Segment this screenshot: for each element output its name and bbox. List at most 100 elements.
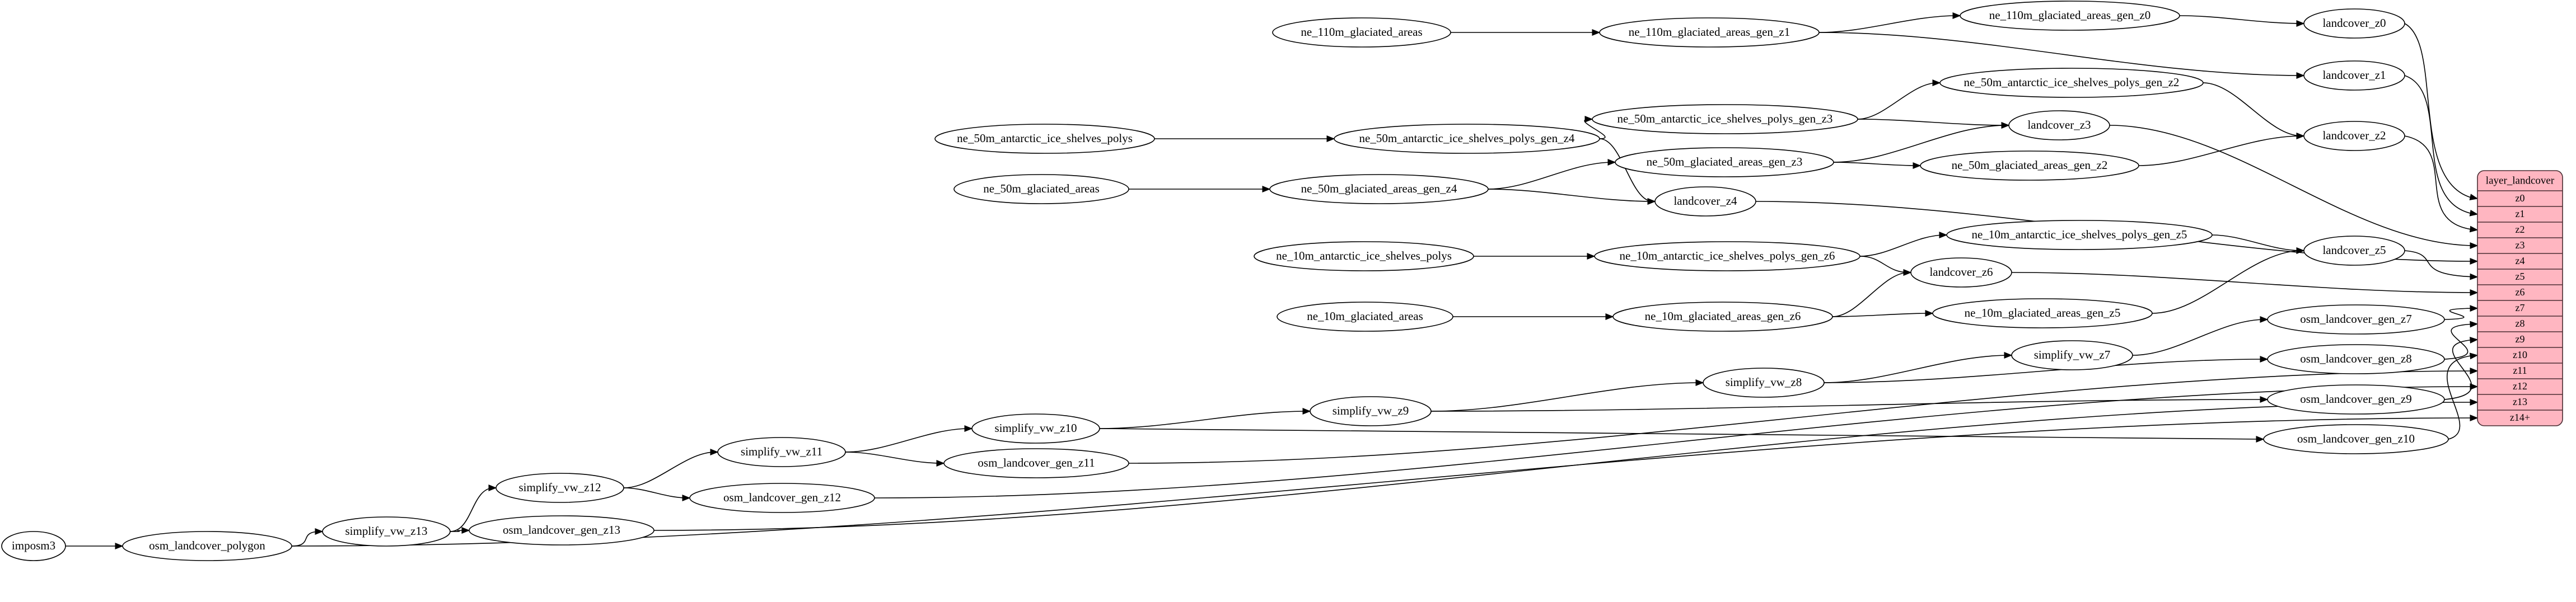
edge-ne_10m_glaciated_areas_gen_z5-to-landcover_z5 [2152, 247, 2305, 314]
node-simplify_vw_z13[interactable]: simplify_vw_z13 [322, 516, 451, 547]
table-row-z8[interactable]: z8 [2516, 318, 2525, 329]
edge-osm_landcover_gen_z11-to-layer_landcover-z11 [1128, 368, 2479, 464]
edges-layer [66, 12, 2479, 549]
table-row-z4[interactable]: z4 [2516, 255, 2525, 266]
node-ne_50m_antarctic_ice_shelves_polys_gen_z2[interactable]: ne_50m_antarctic_ice_shelves_polys_gen_z… [1939, 68, 2204, 98]
node-label-ne_50m_glaciated_areas_gen_z4: ne_50m_glaciated_areas_gen_z4 [1301, 182, 1457, 195]
table-row-z2[interactable]: z2 [2516, 224, 2525, 235]
node-osm_landcover_gen_z11[interactable]: osm_landcover_gen_z11 [943, 448, 1129, 478]
node-label-ne_50m_antarctic_ice_shelves_polys_gen_z3: ne_50m_antarctic_ice_shelves_polys_gen_z… [1617, 112, 1833, 125]
node-ne_50m_antarctic_ice_shelves_polys[interactable]: ne_50m_antarctic_ice_shelves_polys [934, 124, 1155, 154]
node-osm_landcover_gen_z8[interactable]: osm_landcover_gen_z8 [2267, 344, 2445, 374]
node-label-simplify_vw_z8: simplify_vw_z8 [1726, 375, 1802, 389]
table-row-z1[interactable]: z1 [2516, 208, 2525, 219]
edge-ne_10m_antarctic_ice_shelves_polys_gen_z6-to-ne_10m_antarctic_ice_shelves_polys_gen_z5 [1859, 232, 1948, 257]
edge-simplify_vw_z11-to-simplify_vw_z10 [845, 425, 973, 453]
table-row-z5[interactable]: z5 [2516, 271, 2525, 282]
node-ne_50m_glaciated_areas_gen_z3[interactable]: ne_50m_glaciated_areas_gen_z3 [1615, 147, 1834, 177]
node-osm_landcover_gen_z7[interactable]: osm_landcover_gen_z7 [2267, 304, 2445, 335]
edge-ne_50m_glaciated_areas_gen_z3-to-landcover_z3 [1833, 122, 2010, 163]
node-simplify_vw_z11[interactable]: simplify_vw_z11 [717, 437, 846, 467]
node-label-osm_landcover_gen_z13: osm_landcover_gen_z13 [503, 523, 620, 537]
node-ne_110m_glaciated_areas[interactable]: ne_110m_glaciated_areas [1272, 17, 1451, 48]
node-label-ne_110m_glaciated_areas: ne_110m_glaciated_areas [1301, 25, 1422, 39]
edge-osm_landcover_gen_z7-to-layer_landcover-z7 [2444, 305, 2479, 320]
table-row-z11[interactable]: z11 [2513, 365, 2527, 376]
node-landcover_z2[interactable]: landcover_z2 [2303, 121, 2405, 151]
node-label-osm_landcover_gen_z10: osm_landcover_gen_z10 [2297, 432, 2415, 445]
node-osm_landcover_gen_z9[interactable]: osm_landcover_gen_z9 [2267, 384, 2445, 415]
node-ne_10m_glaciated_areas_gen_z5[interactable]: ne_10m_glaciated_areas_gen_z5 [1932, 298, 2153, 328]
edge-simplify_vw_z8-to-osm_landcover_gen_z8 [1824, 356, 2269, 383]
node-label-ne_10m_antarctic_ice_shelves_polys_gen_z5: ne_10m_antarctic_ice_shelves_polys_gen_z… [1972, 228, 2187, 241]
edge-simplify_vw_z8-to-simplify_vw_z7 [1824, 352, 2013, 383]
node-label-landcover_z1: landcover_z1 [2322, 68, 2386, 82]
edge-ne_50m_antarctic_ice_shelves_polys-to-ne_50m_antarctic_ice_shelves_polys_gen_z4 [1154, 135, 1335, 142]
node-label-ne_50m_glaciated_areas_gen_z2: ne_50m_glaciated_areas_gen_z2 [1952, 158, 2108, 172]
node-ne_50m_antarctic_ice_shelves_polys_gen_z3[interactable]: ne_50m_antarctic_ice_shelves_polys_gen_z… [1592, 104, 1858, 134]
edge-osm_landcover_polygon-to-simplify_vw_z13 [291, 528, 324, 547]
node-ne_50m_glaciated_areas_gen_z2[interactable]: ne_50m_glaciated_areas_gen_z2 [1920, 150, 2139, 181]
node-ne_50m_glaciated_areas[interactable]: ne_50m_glaciated_areas [953, 174, 1129, 204]
node-ne_10m_antarctic_ice_shelves_polys_gen_z5[interactable]: ne_10m_antarctic_ice_shelves_polys_gen_z… [1946, 220, 2213, 250]
node-ne_10m_antarctic_ice_shelves_polys_gen_z6[interactable]: ne_10m_antarctic_ice_shelves_polys_gen_z… [1594, 241, 1860, 271]
node-landcover_z4[interactable]: landcover_z4 [1654, 186, 1756, 217]
node-ne_110m_glaciated_areas_gen_z1[interactable]: ne_110m_glaciated_areas_gen_z1 [1599, 17, 1820, 48]
node-label-ne_10m_glaciated_areas_gen_z6: ne_10m_glaciated_areas_gen_z6 [1645, 309, 1801, 323]
node-label-ne_110m_glaciated_areas_gen_z0: ne_110m_glaciated_areas_gen_z0 [1989, 8, 2150, 22]
node-landcover_z3[interactable]: landcover_z3 [2008, 110, 2110, 140]
node-osm_landcover_gen_z13[interactable]: osm_landcover_gen_z13 [469, 515, 654, 545]
table-row-z0[interactable]: z0 [2516, 192, 2525, 204]
node-label-osm_landcover_polygon: osm_landcover_polygon [149, 539, 265, 552]
node-label-osm_landcover_gen_z7: osm_landcover_gen_z7 [2300, 312, 2411, 326]
node-label-landcover_z5: landcover_z5 [2322, 243, 2386, 257]
edge-simplify_vw_z9-to-osm_landcover_gen_z9 [1430, 396, 2269, 412]
table-row-z14plus[interactable]: z14+ [2510, 412, 2530, 423]
edge-ne_50m_glaciated_areas_gen_z3-to-ne_50m_glaciated_areas_gen_z2 [1833, 162, 1922, 169]
node-simplify_vw_z7[interactable]: simplify_vw_z7 [2011, 340, 2133, 370]
node-simplify_vw_z8[interactable]: simplify_vw_z8 [1703, 368, 1825, 398]
table-row-z9[interactable]: z9 [2516, 333, 2525, 345]
edge-osm_landcover_gen_z9-to-layer_landcover-z9 [2444, 337, 2479, 400]
table-row-z6[interactable]: z6 [2516, 286, 2525, 298]
edge-ne_10m_antarctic_ice_shelves_polys_gen_z6-to-landcover_z6 [1859, 256, 1912, 276]
table-row-z13[interactable]: z13 [2513, 396, 2527, 407]
table-row-z3[interactable]: z3 [2516, 239, 2525, 251]
node-label-ne_10m_glaciated_areas: ne_10m_glaciated_areas [1307, 309, 1423, 323]
node-landcover_z5[interactable]: landcover_z5 [2303, 236, 2405, 266]
node-label-ne_50m_antarctic_ice_shelves_polys: ne_50m_antarctic_ice_shelves_polys [957, 131, 1133, 145]
table-row-z10[interactable]: z10 [2513, 349, 2527, 360]
node-ne_50m_antarctic_ice_shelves_polys_gen_z4[interactable]: ne_50m_antarctic_ice_shelves_polys_gen_z… [1334, 124, 1600, 154]
node-simplify_vw_z10[interactable]: simplify_vw_z10 [971, 413, 1100, 444]
edge-ne_110m_glaciated_areas_gen_z0-to-landcover_z0 [2179, 15, 2305, 27]
node-imposm3[interactable]: imposm3 [1, 531, 66, 561]
node-osm_landcover_gen_z10[interactable]: osm_landcover_gen_z10 [2263, 424, 2449, 454]
table-row-z12[interactable]: z12 [2513, 380, 2527, 392]
node-label-ne_50m_glaciated_areas_gen_z3: ne_50m_glaciated_areas_gen_z3 [1647, 155, 1803, 168]
node-ne_110m_glaciated_areas_gen_z0[interactable]: ne_110m_glaciated_areas_gen_z0 [1960, 1, 2180, 31]
node-label-ne_10m_glaciated_areas_gen_z5: ne_10m_glaciated_areas_gen_z5 [1965, 306, 2121, 319]
node-landcover_z1[interactable]: landcover_z1 [2303, 60, 2405, 91]
edge-simplify_vw_z10-to-simplify_vw_z9 [1099, 408, 1311, 429]
node-ne_10m_glaciated_areas_gen_z6[interactable]: ne_10m_glaciated_areas_gen_z6 [1612, 302, 1833, 332]
node-landcover_z0[interactable]: landcover_z0 [2303, 8, 2405, 39]
node-label-landcover_z4: landcover_z4 [1673, 194, 1737, 208]
table-row-z7[interactable]: z7 [2516, 302, 2525, 313]
edge-landcover_z0-to-layer_landcover-z0 [2404, 23, 2479, 201]
node-landcover_z6[interactable]: landcover_z6 [1910, 257, 2012, 288]
node-simplify_vw_z9[interactable]: simplify_vw_z9 [1310, 396, 1432, 426]
node-simplify_vw_z12[interactable]: simplify_vw_z12 [495, 473, 624, 503]
node-osm_landcover_gen_z12[interactable]: osm_landcover_gen_z12 [689, 483, 875, 513]
edge-ne_50m_antarctic_ice_shelves_polys_gen_z2-to-landcover_z2 [2203, 82, 2305, 139]
edge-simplify_vw_z11-to-osm_landcover_gen_z11 [845, 452, 945, 467]
edge-ne_50m_antarctic_ice_shelves_polys_gen_z4-to-ne_50m_antarctic_ice_shelves_polys_gen_z3 [1584, 116, 1606, 139]
node-osm_landcover_polygon[interactable]: osm_landcover_polygon [122, 531, 292, 561]
node-ne_50m_glaciated_areas_gen_z4[interactable]: ne_50m_glaciated_areas_gen_z4 [1269, 174, 1489, 204]
node-ne_10m_antarctic_ice_shelves_polys[interactable]: ne_10m_antarctic_ice_shelves_polys [1254, 241, 1474, 271]
table-header-label: layer_landcover [2486, 175, 2555, 186]
edge-landcover_z3-to-layer_landcover-z3 [2109, 125, 2479, 249]
node-ne_10m_glaciated_areas[interactable]: ne_10m_glaciated_areas [1277, 302, 1453, 332]
edge-ne_50m_glaciated_areas_gen_z2-to-landcover_z2 [2138, 133, 2305, 166]
